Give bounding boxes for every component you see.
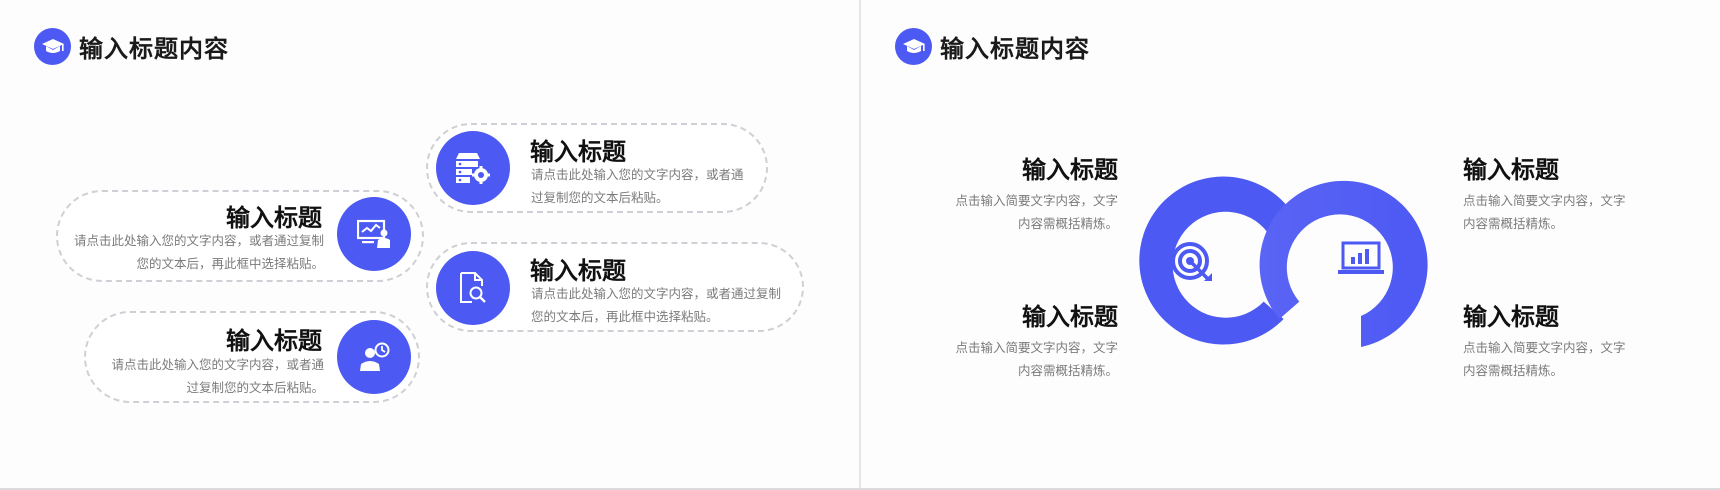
item-desc-line: 请点击此处输入您的文字内容，或者通过复制 bbox=[73, 234, 324, 248]
item-title: 输入标题 bbox=[530, 258, 626, 285]
document-search-icon bbox=[436, 251, 510, 325]
page-title: 输入标题内容 bbox=[79, 36, 229, 63]
slide-left: 输入标题内容 输入标题 请点击此处输入您的文字内容，或者通 过复制您的文本后粘贴… bbox=[0, 0, 859, 490]
item-title: 输入标题 bbox=[1022, 157, 1118, 184]
item-desc-line: 内容需概括精炼。 bbox=[1463, 364, 1564, 378]
slide-header: 输入标题内容 bbox=[895, 28, 1090, 65]
item-desc-line: 点击输入简要文字内容，文字 bbox=[1463, 341, 1626, 355]
item-title: 输入标题 bbox=[1463, 304, 1559, 331]
item-desc-line: 过复制您的文本后粘贴。 bbox=[531, 191, 669, 205]
infinity-loop-graphic bbox=[1139, 176, 1428, 347]
item-desc-line: 过复制您的文本后粘贴。 bbox=[186, 381, 324, 395]
page-title: 输入标题内容 bbox=[940, 36, 1090, 63]
item-desc-line: 请点击此处输入您的文字内容，或者通过复制 bbox=[531, 287, 782, 301]
item-title: 输入标题 bbox=[1022, 304, 1118, 331]
target-icon bbox=[1168, 235, 1218, 285]
item-title: 输入标题 bbox=[530, 139, 626, 166]
item-desc-line: 内容需概括精炼。 bbox=[1463, 217, 1564, 231]
slide-right: 输入标题内容 bbox=[861, 0, 1720, 490]
item-desc-line: 内容需概括精炼。 bbox=[1017, 217, 1118, 231]
bottom-border bbox=[0, 488, 1720, 490]
graduation-cap-icon bbox=[895, 28, 932, 65]
item-desc-line: 您的文本后，再此框中选择粘贴。 bbox=[136, 257, 324, 271]
item-title: 输入标题 bbox=[226, 205, 322, 232]
item-desc-line: 请点击此处输入您的文字内容，或者通 bbox=[111, 358, 324, 372]
user-clock-icon bbox=[337, 320, 411, 394]
graduation-cap-icon bbox=[34, 28, 71, 65]
laptop-chart-icon bbox=[1337, 240, 1385, 280]
server-gear-icon bbox=[436, 131, 510, 205]
item-desc-line: 点击输入简要文字内容，文字 bbox=[1463, 194, 1626, 208]
item-title: 输入标题 bbox=[1463, 157, 1559, 184]
item-desc-line: 内容需概括精炼。 bbox=[1017, 364, 1118, 378]
item-desc-line: 您的文本后，再此框中选择粘贴。 bbox=[531, 310, 719, 324]
item-title: 输入标题 bbox=[226, 328, 322, 355]
item-desc-line: 点击输入简要文字内容，文字 bbox=[955, 194, 1118, 208]
item-desc-line: 请点击此处输入您的文字内容，或者通 bbox=[531, 168, 744, 182]
item-desc-line: 点击输入简要文字内容，文字 bbox=[955, 341, 1118, 355]
slide-header: 输入标题内容 bbox=[34, 28, 229, 65]
slide-divider bbox=[859, 0, 861, 490]
presentation-icon bbox=[337, 197, 411, 271]
